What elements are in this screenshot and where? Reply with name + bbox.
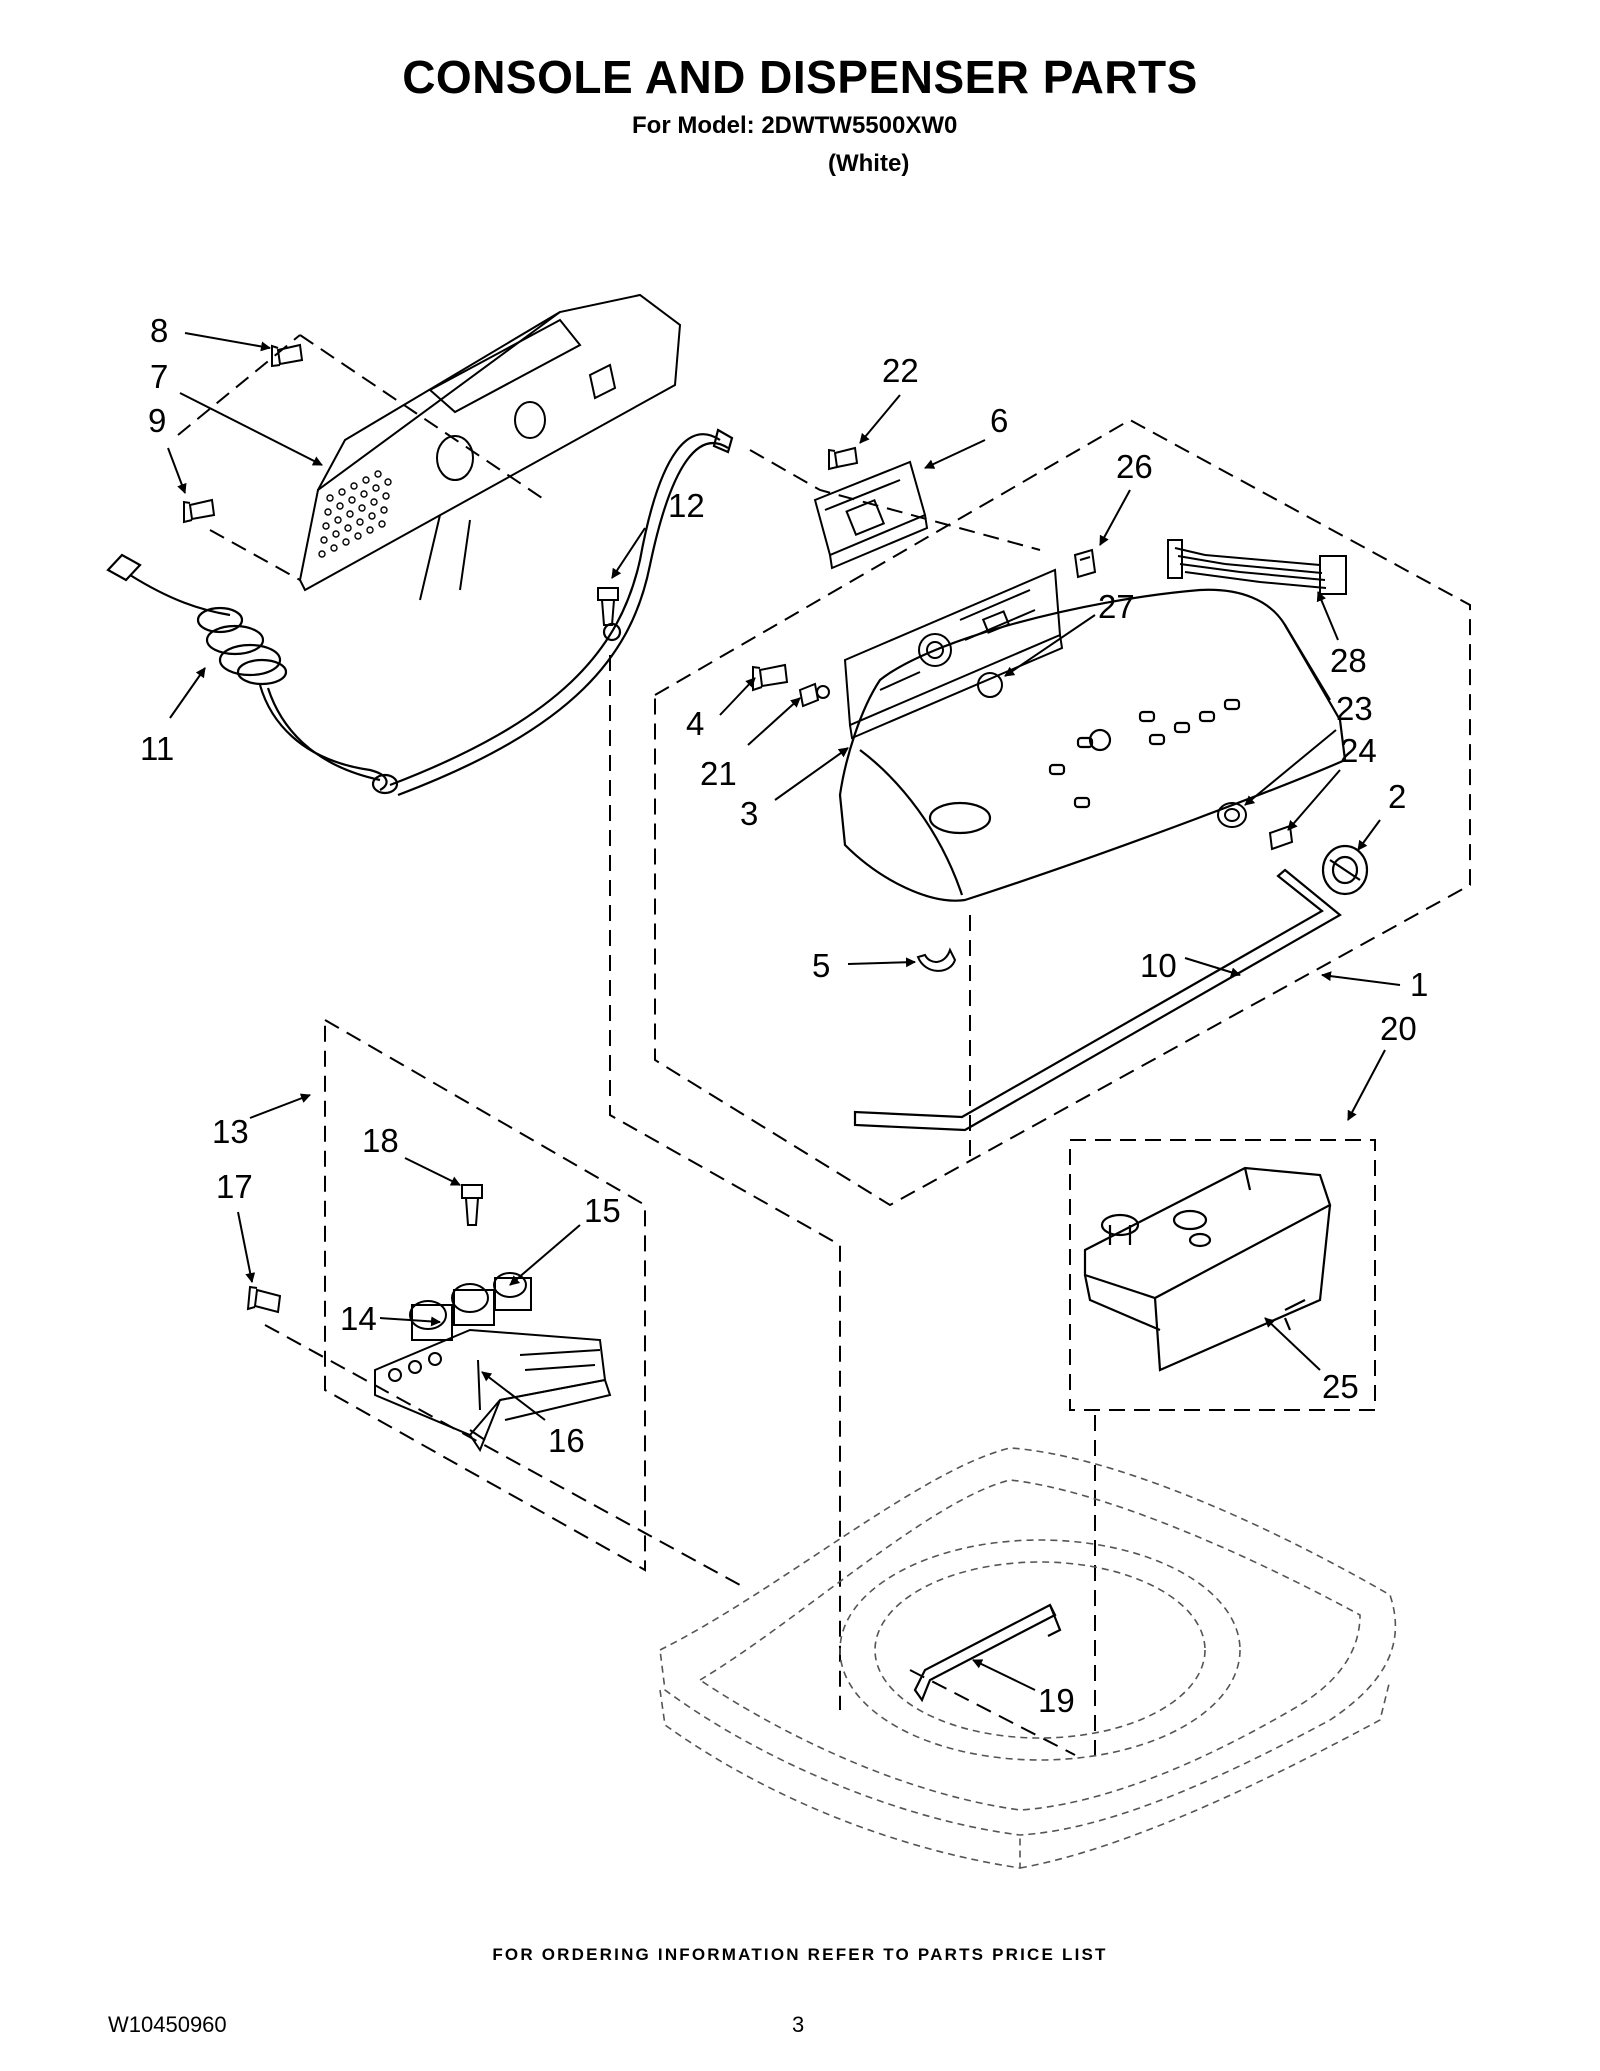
screw-18 — [461, 1184, 483, 1226]
callout-17: 17 — [216, 1168, 253, 1205]
ordering-note: FOR ORDERING INFORMATION REFER TO PARTS … — [492, 1945, 1108, 1964]
callout-1: 1 — [1410, 966, 1428, 1003]
callout-12: 12 — [668, 487, 705, 524]
callout-15: 15 — [584, 1192, 621, 1229]
screw-8 — [271, 343, 304, 368]
control-board-6 — [813, 460, 929, 570]
o-ring-27 — [977, 672, 1003, 698]
callout-7: 7 — [150, 358, 168, 395]
clip-5 — [916, 947, 957, 972]
callout-16: 16 — [548, 1422, 585, 1459]
power-cord-11 — [106, 553, 399, 795]
callout-22: 22 — [882, 352, 919, 389]
screw-17 — [246, 1285, 282, 1314]
callout-24: 24 — [1340, 732, 1377, 769]
document-number: W10450960 — [108, 2012, 227, 2037]
callout-21: 21 — [700, 755, 737, 792]
hinge-bracket-19 — [913, 1603, 1062, 1703]
inlet-valve-14 — [374, 1272, 612, 1453]
callout-3: 3 — [740, 795, 758, 832]
knob-insert-24 — [1268, 824, 1294, 851]
callout-19: 19 — [1038, 1682, 1075, 1719]
screw-4 — [752, 663, 789, 692]
model-line: For Model: 2DWTW5500XW0 — [632, 112, 958, 139]
knob-shaft-21 — [798, 682, 830, 708]
callout-2: 2 — [1388, 778, 1406, 815]
callout-18: 18 — [362, 1122, 399, 1159]
callout-14: 14 — [340, 1300, 377, 1337]
screw-12 — [597, 587, 619, 626]
dispenser-drawer-25 — [1083, 1166, 1332, 1372]
callout-27: 27 — [1098, 588, 1135, 625]
clip-26 — [1073, 548, 1097, 579]
ui-housing-3 — [843, 568, 1064, 740]
trim-rod-10 — [853, 868, 1342, 1132]
ground-wire-12 — [389, 428, 734, 797]
callout-25: 25 — [1322, 1368, 1359, 1405]
screw-9 — [183, 498, 216, 524]
knob-2 — [1321, 844, 1369, 896]
callout-11: 11 — [140, 730, 174, 767]
console-group-outline — [654, 418, 1471, 1207]
washer-top-19 — [659, 1447, 1397, 1869]
callout-8: 8 — [150, 312, 168, 349]
console-1 — [838, 588, 1347, 902]
callout-28: 28 — [1330, 642, 1367, 679]
callout-10: 10 — [1140, 947, 1177, 984]
page-number: 3 — [792, 2012, 805, 2037]
callout-6: 6 — [990, 402, 1008, 439]
wire-harness-28 — [1167, 539, 1347, 595]
callout-4: 4 — [686, 705, 704, 742]
knob-bezel-23 — [1217, 802, 1247, 828]
page-title: CONSOLE AND DISPENSER PARTS — [402, 51, 1198, 103]
callout-20: 20 — [1380, 1010, 1417, 1047]
console-back-panel — [298, 293, 682, 601]
callout-26: 26 — [1116, 448, 1153, 485]
color-line: (White) — [828, 150, 910, 177]
callout-5: 5 — [812, 947, 830, 984]
callout-9: 9 — [148, 402, 166, 439]
callout-13: 13 — [212, 1113, 249, 1150]
screw-22 — [828, 446, 859, 471]
callout-23: 23 — [1336, 690, 1373, 727]
valve-group-outline — [324, 1018, 646, 1572]
dispenser-group-outline — [1069, 1139, 1376, 1411]
